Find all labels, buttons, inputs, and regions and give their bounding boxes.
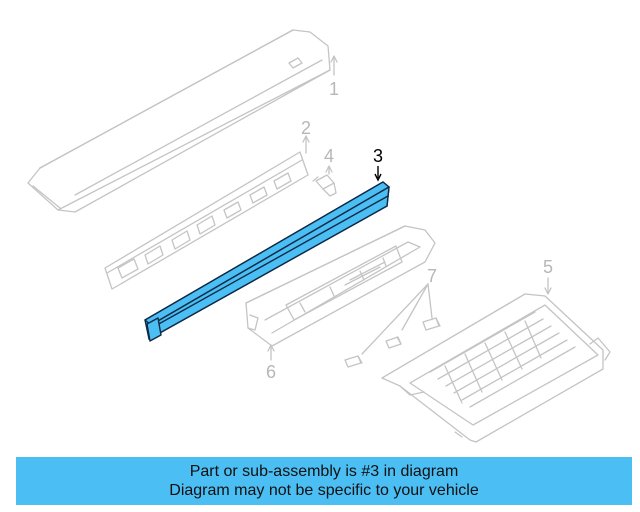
callout-2: 2 [301,118,311,138]
part-5-lens [381,293,611,443]
callout-1: 1 [329,79,339,99]
part-6-lamp-housing [245,225,436,347]
part-1-housing-cover [27,29,331,213]
parts-diagram: 1 2 3 4 5 6 7 [27,29,611,443]
callout-5: 5 [543,257,553,277]
callout-3: 3 [373,146,383,166]
part-2-circuit-board [104,151,309,290]
callout-6: 6 [266,362,276,382]
callout-labels: 1 2 3 4 5 6 7 [266,79,553,382]
callout-4: 4 [324,146,334,166]
leader-lines [267,55,552,361]
leader-3 [374,166,382,182]
part-4-bulb [312,174,337,197]
callout-7: 7 [427,266,437,286]
banner-line-1: Part or sub-assembly is #3 in diagram [189,463,459,480]
info-banner: Part or sub-assembly is #3 in diagram Di… [16,457,632,505]
part-3-highlighted [144,181,390,342]
part-7-bulbs [344,317,441,368]
banner-line-2: Diagram may not be specific to your vehi… [169,482,479,499]
